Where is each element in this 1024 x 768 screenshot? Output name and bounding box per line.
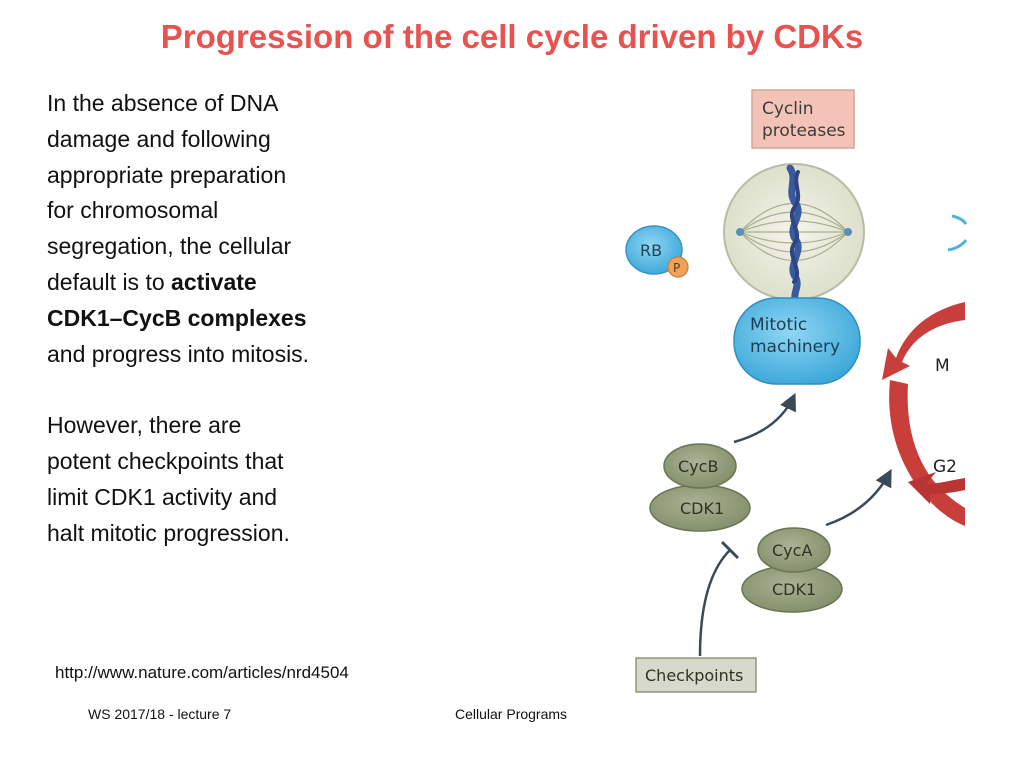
activation-arrow	[733, 392, 796, 444]
text-line: default is to activate	[47, 265, 377, 301]
cyclin-proteases-box: Cyclin proteases	[751, 89, 855, 149]
text-line: segregation, the cellular	[47, 233, 292, 260]
checkpoints-label: Checkpoints	[645, 666, 743, 685]
mitotic-spindle-icon	[723, 163, 865, 306]
rb-protein: RB P	[625, 225, 689, 278]
cell-cycle-diagram: Cyclin proteases RB P M	[600, 80, 970, 700]
page-title: Progression of the cell cycle driven by …	[160, 18, 864, 55]
cdk1-b-label: CDK1	[680, 499, 724, 518]
mitotic-label: Mitotic	[750, 315, 807, 335]
phase-m-label: M	[935, 356, 950, 376]
emphasis-activate: activate	[171, 268, 257, 295]
phosphate-label: P	[673, 261, 680, 275]
source-link[interactable]: http://www.nature.com/articles/nrd4504	[55, 663, 349, 682]
text-line: limit CDK1 activity and	[47, 483, 278, 510]
text-line: damage and following	[47, 125, 271, 152]
cell-cycle-ring: M G2	[882, 302, 965, 526]
cyca-cdk1-complex: CDK1 CycA	[741, 527, 843, 613]
emphasis-complexes: CDK1–CycB complexes	[47, 304, 307, 331]
machinery-label: machinery	[750, 337, 840, 357]
text-line: and progress into mitosis.	[47, 340, 310, 367]
text-line: However, there are	[47, 412, 242, 439]
m-phase-arrow	[882, 302, 965, 380]
text-line: In the absence of DNA	[47, 90, 279, 116]
body-text: In the absence of DNA damage and followi…	[47, 86, 377, 552]
checkpoints-box: Checkpoints	[635, 657, 757, 693]
footer-lecture: WS 2017/18 - lecture 7	[88, 706, 232, 722]
cyca-label: CycA	[772, 541, 812, 560]
proteases-label: proteases	[762, 121, 846, 141]
text-line: appropriate preparation	[47, 161, 287, 188]
g2-arc	[889, 380, 965, 526]
text-line: for chromosomal	[47, 197, 219, 224]
paragraph-gap	[47, 372, 377, 408]
cycb-label: CycB	[678, 457, 718, 476]
rb-label: RB	[640, 241, 662, 260]
footer-course: Cellular Programs	[455, 706, 568, 722]
inhibition-arrow	[698, 540, 740, 657]
phosphate-icon	[667, 256, 689, 278]
cycb-cdk1-complex: CDK1 CycB	[649, 443, 751, 532]
g2-phase-arrow	[908, 472, 965, 504]
phase-g2-label: G2	[933, 457, 957, 477]
partial-arc-icon	[951, 214, 968, 225]
cyclin-label: Cyclin	[762, 99, 814, 119]
text-line: potent checkpoints that	[47, 448, 284, 475]
text-line: halt mitotic progression.	[47, 519, 290, 546]
cdk1-a-label: CDK1	[772, 580, 816, 599]
progression-arrow	[825, 468, 892, 527]
text-line: CDK1–CycB complexes	[47, 301, 377, 337]
diagram-canvas: Cyclin proteases RB P M	[625, 89, 968, 693]
text-segment: default is to	[47, 268, 172, 295]
mitotic-machinery-node: Mitotic machinery	[733, 297, 861, 385]
partial-arc-icon	[947, 239, 968, 252]
